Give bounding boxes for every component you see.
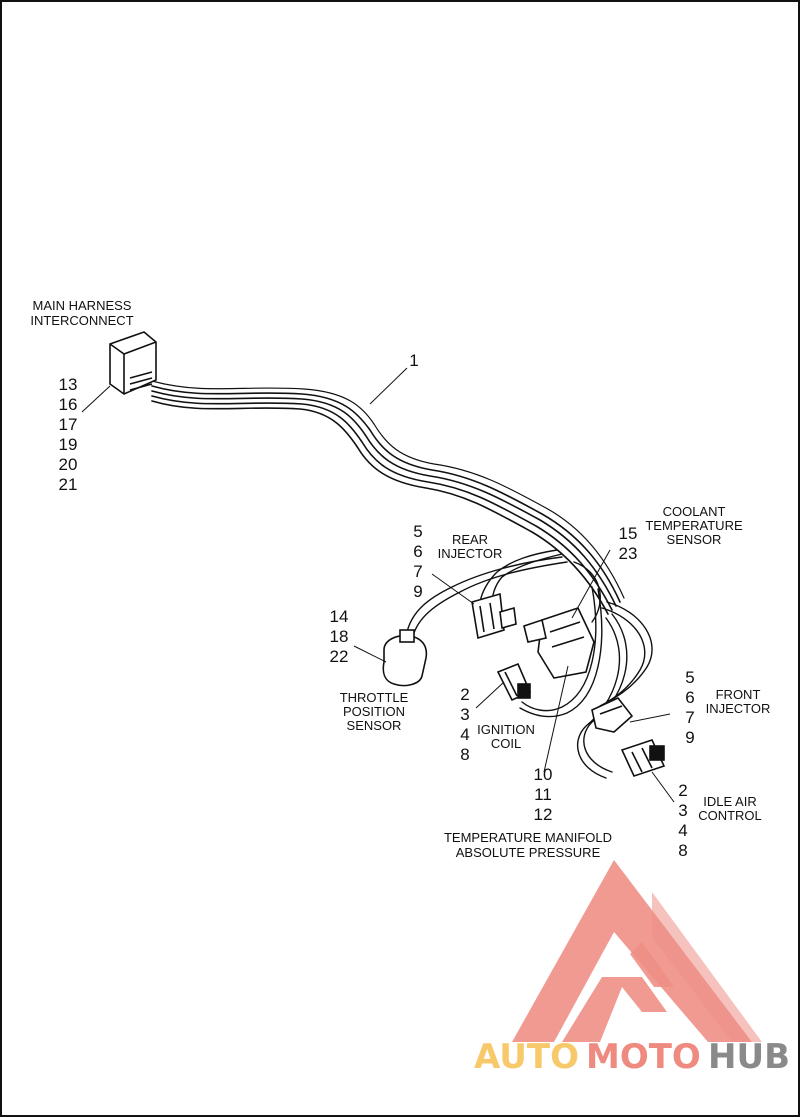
- svg-text:9: 9: [685, 728, 694, 747]
- label-idle-air-control: 2 3 4 8 IDLE AIR CONTROL: [678, 781, 762, 860]
- svg-text:INJECTOR: INJECTOR: [706, 701, 771, 716]
- svg-text:2: 2: [678, 781, 687, 800]
- item-1-callout: 1: [409, 351, 418, 370]
- label-rear-injector: REAR INJECTOR 5 6 7 9: [413, 522, 502, 601]
- svg-text:22: 22: [330, 647, 349, 666]
- svg-text:3: 3: [678, 801, 687, 820]
- svg-text:TEMPERATURE MANIFOLD: TEMPERATURE MANIFOLD: [444, 830, 612, 845]
- svg-text:8: 8: [460, 745, 469, 764]
- main-harness-line2: INTERCONNECT: [30, 313, 133, 328]
- svg-text:IGNITION: IGNITION: [477, 722, 535, 737]
- throttle-position-sensor: [382, 629, 428, 687]
- svg-text:COIL: COIL: [491, 736, 521, 751]
- watermark-logo: [512, 860, 762, 1042]
- svg-text:INJECTOR: INJECTOR: [438, 546, 503, 561]
- svg-text:REAR: REAR: [452, 532, 488, 547]
- svg-text:IDLE AIR: IDLE AIR: [703, 794, 756, 809]
- label-ignition-coil: 2 3 4 8 IGNITION COIL: [460, 685, 535, 764]
- svg-text:20: 20: [59, 455, 78, 474]
- svg-text:13: 13: [59, 375, 78, 394]
- svg-text:17: 17: [59, 415, 78, 434]
- idle-air-control-connector: [620, 739, 666, 777]
- svg-text:19: 19: [59, 435, 78, 454]
- svg-text:23: 23: [619, 544, 638, 563]
- svg-text:16: 16: [59, 395, 78, 414]
- leader-lines: [81, 367, 675, 803]
- main-harness-line1: MAIN HARNESS: [33, 298, 132, 313]
- ignition-coil-connector: [496, 662, 532, 702]
- svg-text:6: 6: [685, 688, 694, 707]
- svg-text:CONTROL: CONTROL: [698, 808, 762, 823]
- svg-text:4: 4: [678, 821, 687, 840]
- main-harness-numbers: 13 16 17 19 20 21: [59, 375, 78, 494]
- svg-text:SENSOR: SENSOR: [667, 532, 722, 547]
- svg-text:15: 15: [619, 524, 638, 543]
- front-injector-connector: [591, 697, 634, 733]
- svg-text:5: 5: [685, 668, 694, 687]
- svg-text:3: 3: [460, 705, 469, 724]
- svg-text:COOLANT: COOLANT: [663, 504, 726, 519]
- label-coolant-sensor: COOLANT TEMPERATURE SENSOR 15 23: [619, 504, 743, 563]
- svg-text:10: 10: [534, 765, 553, 784]
- label-tmap: 10 11 12 TEMPERATURE MANIFOLD ABSOLUTE P…: [444, 765, 612, 860]
- svg-text:18: 18: [330, 627, 349, 646]
- svg-text:8: 8: [678, 841, 687, 860]
- svg-text:7: 7: [413, 562, 422, 581]
- svg-text:ABSOLUTE PRESSURE: ABSOLUTE PRESSURE: [456, 845, 601, 860]
- label-main-harness: MAIN HARNESS INTERCONNECT: [30, 298, 133, 328]
- svg-text:12: 12: [534, 805, 553, 824]
- tmap-connector: [523, 607, 595, 679]
- rear-injector-connector: [471, 592, 517, 640]
- svg-text:FRONT: FRONT: [716, 687, 761, 702]
- label-front-injector: 5 6 7 9 FRONT INJECTOR: [685, 668, 770, 747]
- svg-text:SENSOR: SENSOR: [347, 718, 402, 733]
- watermark-auto: AUTO: [474, 1037, 579, 1077]
- svg-text:11: 11: [534, 785, 552, 804]
- watermark-text: AUTO MOTO HUB: [474, 1037, 790, 1077]
- svg-text:TEMPERATURE: TEMPERATURE: [645, 518, 743, 533]
- watermark-hub: HUB: [708, 1037, 790, 1077]
- svg-text:7: 7: [685, 708, 694, 727]
- main-harness-connector: [109, 331, 157, 395]
- svg-text:21: 21: [59, 475, 78, 494]
- svg-text:14: 14: [330, 607, 349, 626]
- svg-text:4: 4: [460, 725, 469, 744]
- label-throttle-sensor: 14 18 22 THROTTLE POSITION SENSOR: [330, 607, 409, 733]
- watermark-moto: MOTO: [586, 1037, 701, 1077]
- svg-text:2: 2: [460, 685, 469, 704]
- svg-text:9: 9: [413, 582, 422, 601]
- svg-text:6: 6: [413, 542, 422, 561]
- svg-text:THROTTLE: THROTTLE: [340, 690, 409, 705]
- svg-text:POSITION: POSITION: [343, 704, 405, 719]
- svg-text:5: 5: [413, 522, 422, 541]
